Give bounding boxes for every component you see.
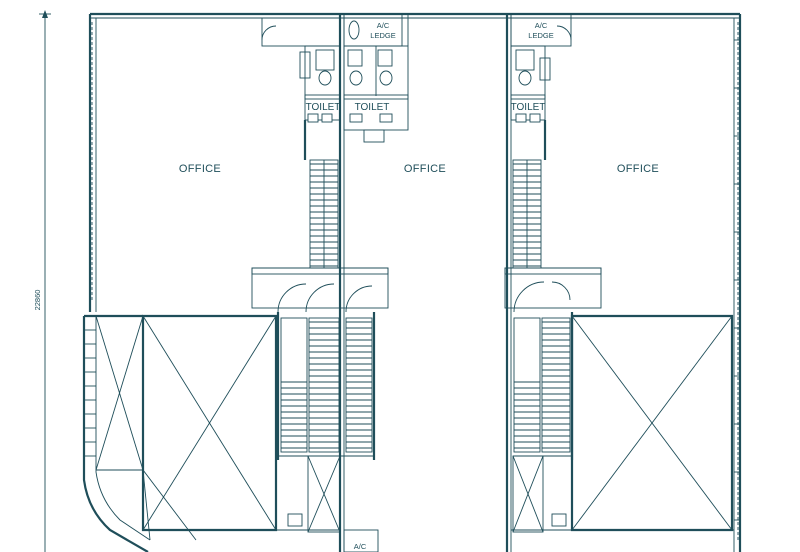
stair-upper-left (309, 159, 339, 269)
dimension-height-label: 22860 (33, 290, 42, 311)
toilet-label-middle: TOILET (355, 102, 390, 113)
ac-ledge-label-2-top: A/C (535, 21, 548, 30)
office-label-middle: OFFICE (404, 163, 446, 175)
stair-lower-right (513, 317, 571, 453)
void-left (141, 314, 278, 532)
lower-shafts (143, 455, 734, 552)
middle-service-core (343, 13, 409, 143)
stair-upper-right (512, 159, 542, 269)
office-label-left: OFFICE (179, 163, 221, 175)
toilet-label-left: TOILET (306, 102, 341, 113)
stair-lower-left (280, 317, 373, 453)
curved-bay (82, 314, 197, 552)
outer-walls (88, 12, 742, 552)
toilet-label-right: TOILET (511, 102, 546, 113)
right-service-core (510, 13, 572, 160)
void-right (570, 314, 734, 532)
office-label-right: OFFICE (617, 163, 659, 175)
ac-bottom-label: A/C (354, 542, 367, 551)
ac-ledge-label-2-bottom: LEDGE (528, 31, 553, 40)
window-marks-right (734, 39, 740, 521)
ac-ledge-label-1-bottom: LEDGE (370, 31, 395, 40)
ac-ledge-label-1-top: A/C (377, 21, 390, 30)
dimension-line: 22860 (33, 10, 51, 552)
left-service-core (261, 17, 341, 160)
